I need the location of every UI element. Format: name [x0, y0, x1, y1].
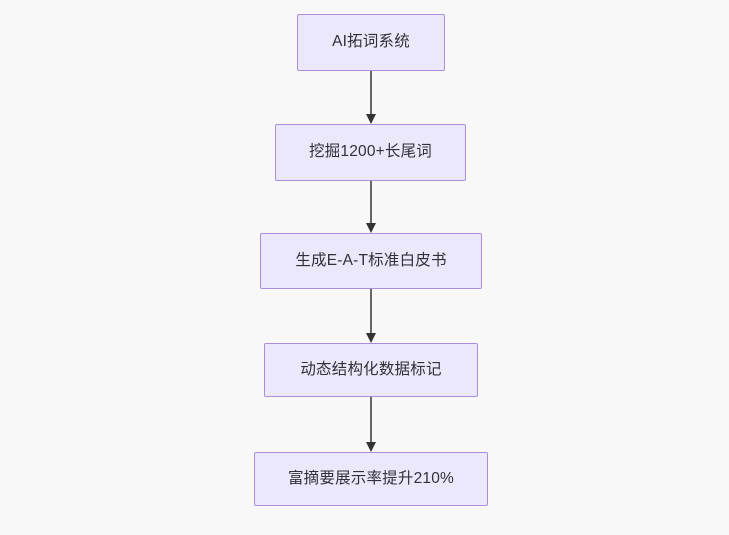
edge-n3-n4 [365, 289, 377, 343]
flowchart-node-generate-eat-whitepaper[interactable]: 生成E-A-T标准白皮书 [260, 233, 482, 289]
node-label: 挖掘1200+长尾词 [308, 143, 433, 161]
flowchart-node-ai-keyword-system[interactable]: AI拓词系统 [297, 14, 445, 71]
flowchart-node-rich-snippet-rate-increase[interactable]: 富摘要展示率提升210% [254, 452, 488, 506]
node-label: 动态结构化数据标记 [300, 360, 442, 378]
edge-n4-n5 [365, 397, 377, 452]
node-label: AI拓词系统 [332, 33, 410, 51]
flowchart-node-dynamic-structured-data-markup[interactable]: 动态结构化数据标记 [264, 343, 478, 397]
flowchart-node-mine-longtail-keywords[interactable]: 挖掘1200+长尾词 [275, 124, 466, 181]
node-label: 生成E-A-T标准白皮书 [295, 251, 447, 269]
edge-n1-n2 [365, 71, 377, 124]
edge-n2-n3 [365, 181, 377, 233]
node-label: 富摘要展示率提升210% [287, 469, 455, 487]
